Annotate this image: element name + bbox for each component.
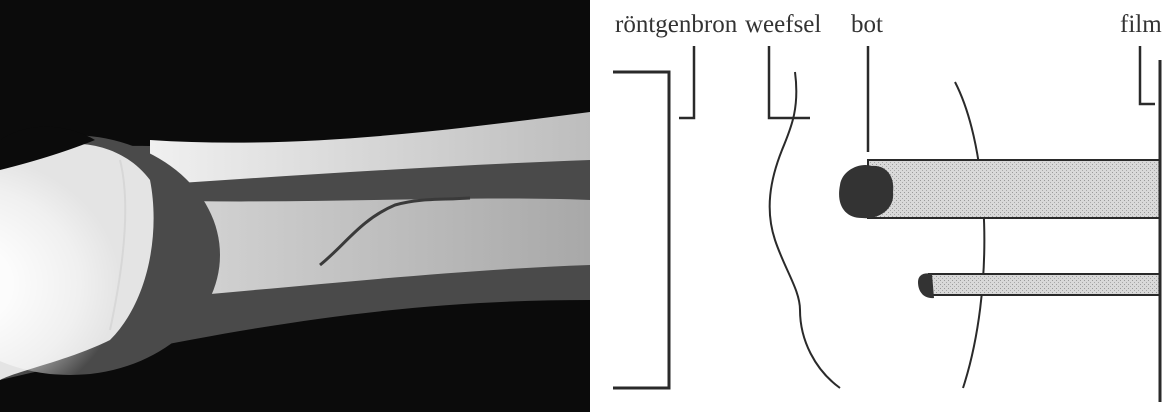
- label-film: film: [1120, 10, 1162, 40]
- film-leader: [1140, 46, 1155, 104]
- beam-curve: [955, 82, 984, 388]
- label-bone: bot: [851, 10, 883, 40]
- xray-diagram: [590, 0, 1165, 412]
- bone-blob-small: [918, 273, 934, 298]
- bone-shadow-small: [929, 274, 1160, 295]
- source-leader: [679, 46, 694, 118]
- bone-shadow-large: [868, 160, 1160, 218]
- source-bracket: [613, 72, 669, 388]
- label-xray-source: röntgenbron: [615, 10, 737, 40]
- tissue-boundary: [770, 72, 840, 388]
- label-tissue: weefsel: [745, 10, 821, 40]
- bone-blob-large: [839, 165, 893, 218]
- tissue-leader: [769, 46, 810, 118]
- xray-photo: [0, 0, 590, 412]
